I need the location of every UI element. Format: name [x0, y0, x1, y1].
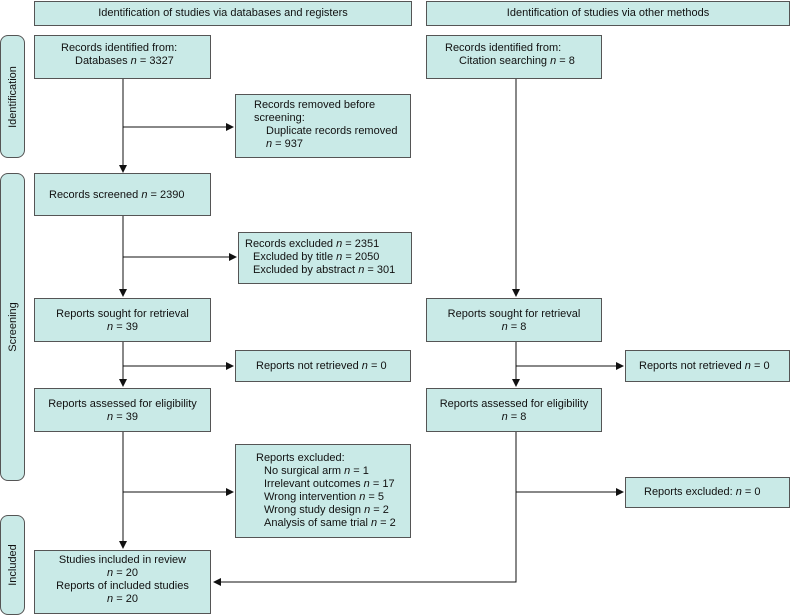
- right-records-identified-line2: Citation searching n = 8: [459, 55, 575, 67]
- arrow-right-assessed-to-included: [213, 432, 517, 586]
- left-reports-sought-n: n = 39: [107, 321, 138, 333]
- phase-screening: Screening: [0, 173, 25, 481]
- phase-screening-label: Screening: [6, 302, 19, 352]
- right-records-identified-line1: Records identified from:: [445, 42, 562, 54]
- left-records-screened: Records screened n = 2390: [34, 173, 211, 216]
- excluded-reason-row: Analysis of same trial n = 2: [264, 517, 396, 529]
- left-excluded-by-title: Excluded by title n = 2050: [253, 251, 380, 263]
- studies-included: Studies included in review n = 20 Report…: [34, 550, 211, 614]
- right-reports-sought-label: Reports sought for retrieval: [447, 308, 581, 320]
- left-reports-excluded: Reports excluded: No surgical arm n = 1 …: [235, 444, 411, 538]
- header-left: Identification of studies via databases …: [34, 1, 412, 26]
- left-records-identified-line2: Databases n = 3327: [75, 55, 174, 67]
- left-records-removed-line3: Duplicate records removed: [266, 125, 398, 137]
- left-reports-excluded-title: Reports excluded:: [256, 452, 345, 464]
- reports-included-n: n = 20: [107, 593, 138, 605]
- left-reports-not-retrieved-text: Reports not retrieved n = 0: [256, 360, 387, 372]
- right-reports-excluded-text: Reports excluded: n = 0: [644, 486, 761, 498]
- phase-identification: Identification: [0, 35, 25, 158]
- right-records-identified: Records identified from: Citation search…: [426, 35, 602, 79]
- left-reports-sought-label: Reports sought for retrieval: [56, 308, 189, 320]
- right-reports-not-retrieved-text: Reports not retrieved n = 0: [639, 360, 770, 372]
- left-records-identified-line1: Records identified from:: [61, 42, 178, 54]
- left-records-screened-text: Records screened n = 2390: [49, 189, 185, 201]
- left-records-identified: Records identified from: Databases n = 3…: [34, 35, 211, 79]
- header-left-text: Identification of studies via databases …: [98, 7, 348, 19]
- left-reports-assessed-n: n = 39: [107, 411, 138, 423]
- left-records-excluded: Records excluded n = 2351 Excluded by ti…: [238, 232, 412, 284]
- excluded-reason-row: Wrong study design n = 2: [264, 504, 389, 516]
- left-reports-not-retrieved: Reports not retrieved n = 0: [235, 350, 411, 382]
- left-records-removed-line1: Records removed before: [254, 99, 376, 111]
- studies-included-n: n = 20: [107, 567, 138, 579]
- left-excluded-by-abstract: Excluded by abstract n = 301: [253, 264, 396, 276]
- left-reports-sought: Reports sought for retrieval n = 39: [34, 298, 211, 342]
- left-reports-assessed: Reports assessed for eligibility n = 39: [34, 388, 211, 432]
- left-records-removed-n: n = 937: [266, 138, 304, 150]
- left-reports-assessed-label: Reports assessed for eligibility: [48, 398, 197, 410]
- left-records-removed-line2: screening:: [254, 112, 305, 124]
- header-right: Identification of studies via other meth…: [426, 1, 790, 26]
- excluded-reason-row: Irrelevant outcomes n = 17: [264, 478, 395, 490]
- left-records-removed: Records removed before screening: Duplic…: [235, 94, 411, 158]
- header-right-text: Identification of studies via other meth…: [506, 7, 710, 19]
- right-reports-assessed-n: n = 8: [501, 411, 527, 423]
- right-reports-not-retrieved: Reports not retrieved n = 0: [625, 350, 790, 382]
- right-reports-assessed-label: Reports assessed for eligibility: [439, 398, 589, 410]
- right-reports-excluded: Reports excluded: n = 0: [625, 477, 790, 508]
- reports-included-label: Reports of included studies: [56, 580, 189, 592]
- phase-included-label: Included: [6, 544, 19, 586]
- right-reports-sought-n: n = 8: [501, 321, 527, 333]
- excluded-reason-row: No surgical arm n = 1: [264, 465, 369, 477]
- studies-included-label: Studies included in review: [58, 554, 187, 566]
- phase-included: Included: [0, 515, 25, 615]
- phase-identification-label: Identification: [6, 65, 19, 128]
- right-reports-assessed: Reports assessed for eligibility n = 8: [426, 388, 602, 432]
- right-reports-sought: Reports sought for retrieval n = 8: [426, 298, 602, 342]
- left-records-excluded-line1: Records excluded n = 2351: [245, 238, 380, 250]
- excluded-reason-row: Wrong intervention n = 5: [264, 491, 384, 503]
